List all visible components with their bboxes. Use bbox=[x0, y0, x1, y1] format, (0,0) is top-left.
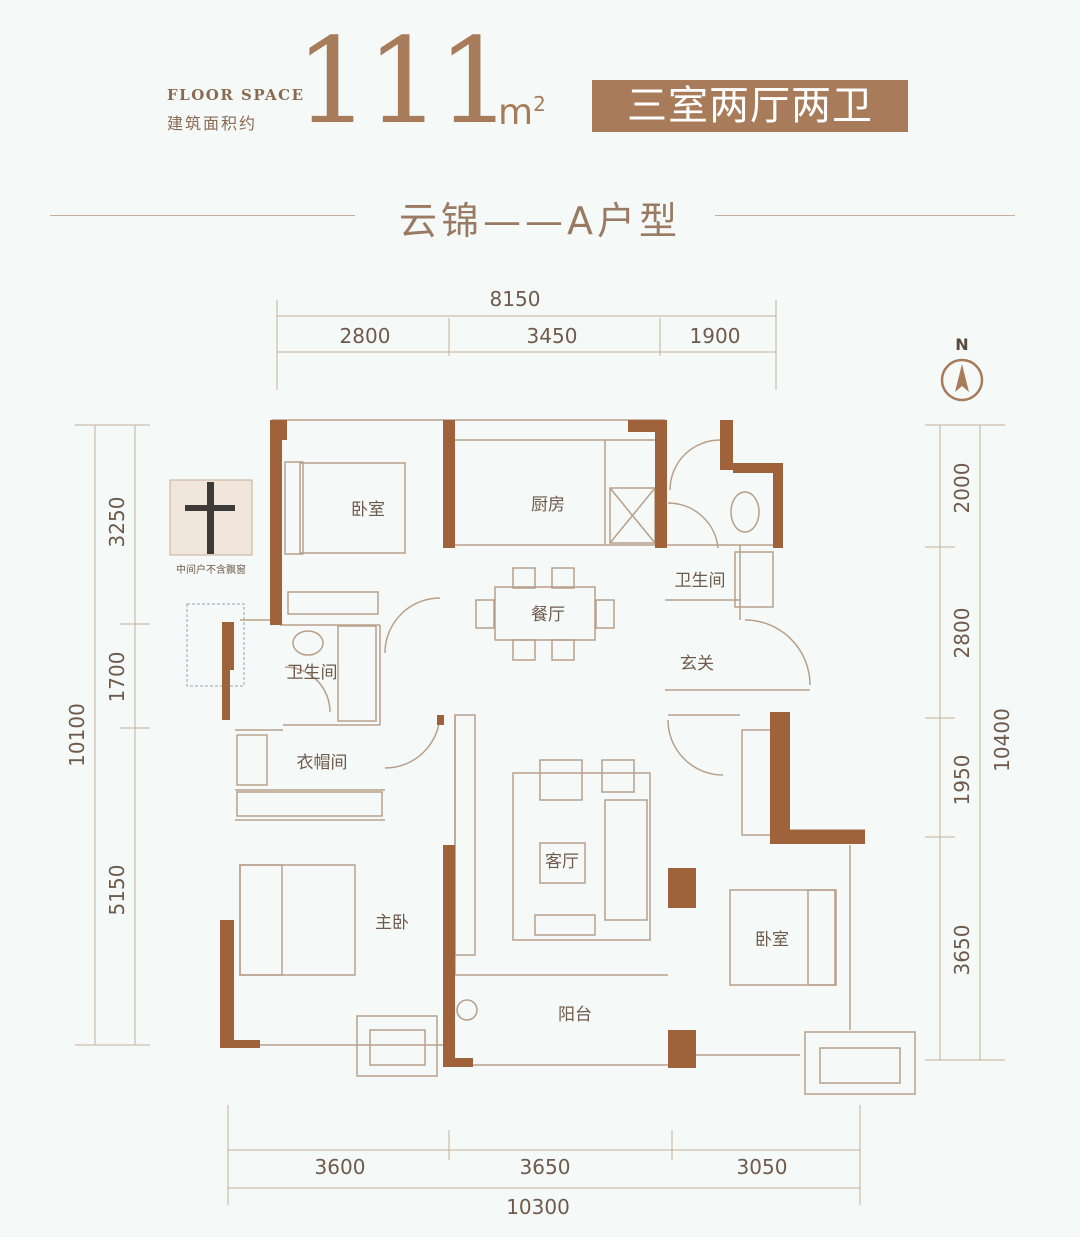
dim-right-4: 3650 bbox=[950, 925, 974, 976]
room-master-bedroom: 主卧 bbox=[375, 913, 409, 933]
dim-top-1: 2800 bbox=[340, 324, 391, 348]
dim-bottom-1: 3600 bbox=[315, 1155, 366, 1179]
dim-right-3: 1950 bbox=[950, 755, 974, 806]
room-dining: 餐厅 bbox=[531, 605, 565, 625]
room-closet: 衣帽间 bbox=[297, 753, 348, 773]
dim-right-2: 2800 bbox=[950, 608, 974, 659]
room-balcony: 阳台 bbox=[558, 1005, 592, 1025]
dim-left-3: 5150 bbox=[105, 865, 129, 916]
layout-type-badge: 三室两厅两卫 bbox=[592, 80, 908, 132]
area-unit-base: m bbox=[498, 92, 534, 133]
room-bedroom-se: 卧室 bbox=[755, 930, 789, 950]
north-compass-icon: N bbox=[940, 335, 984, 402]
dim-left-2: 1700 bbox=[105, 652, 129, 703]
interior-lines bbox=[235, 419, 916, 1095]
area-unit-sup: 2 bbox=[533, 92, 546, 116]
room-entrance: 玄关 bbox=[680, 654, 714, 674]
compass-label: N bbox=[955, 335, 968, 354]
dim-bottom-2: 3650 bbox=[520, 1155, 571, 1179]
room-bedroom-nw: 卧室 bbox=[351, 500, 385, 520]
title-rule-left bbox=[50, 215, 355, 216]
dim-top-2: 3450 bbox=[527, 324, 578, 348]
dimension-lines bbox=[75, 300, 1005, 1205]
walls bbox=[220, 420, 865, 1068]
dim-top-total: 8150 bbox=[490, 287, 541, 311]
floor-space-label-cn: 建筑面积约 bbox=[167, 114, 258, 133]
room-kitchen: 厨房 bbox=[531, 495, 565, 515]
floor-space-label-en: FLOOR SPACE bbox=[167, 86, 305, 104]
dim-bottom-3: 3050 bbox=[737, 1155, 788, 1179]
room-bath-ne: 卫生间 bbox=[675, 571, 726, 591]
dim-right-1: 2000 bbox=[950, 463, 974, 514]
dim-left-total: 10100 bbox=[65, 703, 89, 767]
dim-top-3: 1900 bbox=[690, 324, 741, 348]
inset-note: 中间户不含飘窗 bbox=[176, 563, 246, 576]
area-unit: m2 bbox=[498, 92, 546, 133]
dim-left-1: 3250 bbox=[105, 497, 129, 548]
title-rule-right bbox=[715, 215, 1015, 216]
dim-right-total: 10400 bbox=[990, 708, 1014, 772]
room-areas bbox=[228, 425, 860, 1065]
room-living: 客厅 bbox=[545, 852, 579, 872]
area-number: 111 bbox=[295, 12, 512, 150]
unit-title: 云锦——A户型 bbox=[399, 199, 681, 243]
inset-window-detail: 中间户不含飘窗 bbox=[169, 479, 253, 687]
room-bath-w: 卫生间 bbox=[287, 663, 338, 683]
dim-bottom-total: 10300 bbox=[506, 1195, 570, 1219]
